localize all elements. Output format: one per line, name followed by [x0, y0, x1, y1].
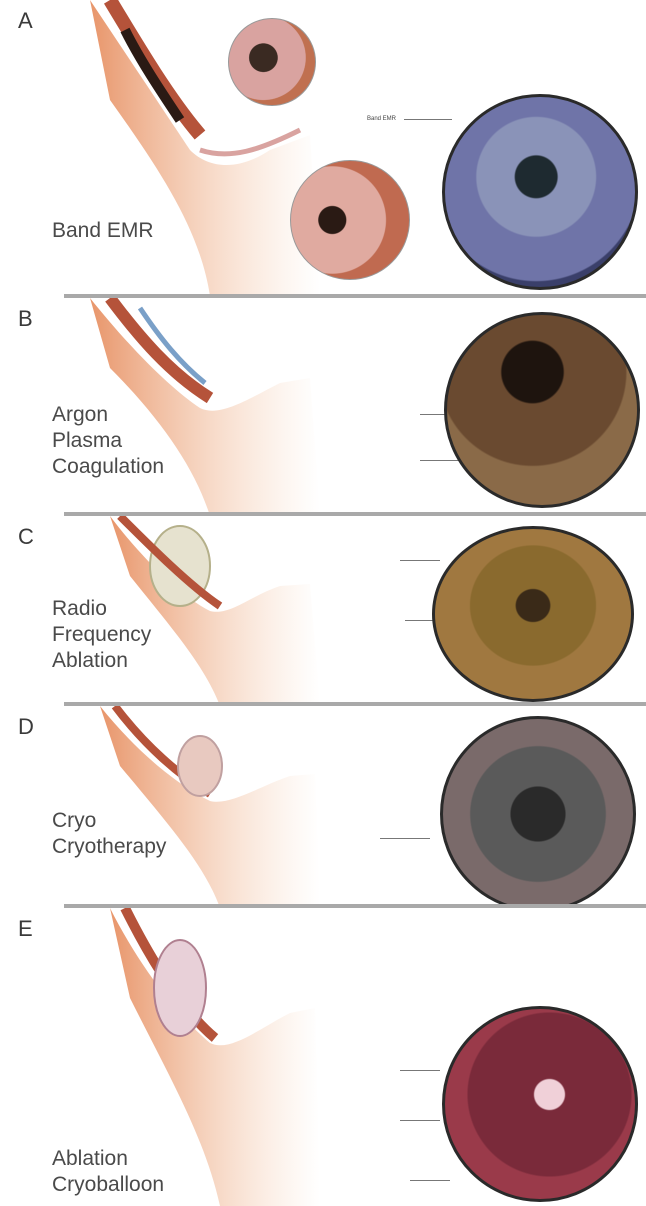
leader-line	[380, 838, 430, 839]
panel-d: D Cryo Cryotherapy	[0, 706, 646, 908]
panel-a: A Band EMR Band EMR	[0, 0, 646, 296]
magnified-inset-lower	[290, 160, 410, 280]
label-line: Cryotherapy	[52, 834, 166, 860]
label-line: Coagulation	[52, 454, 164, 480]
label-line: Frequency	[52, 622, 151, 648]
panel-c: C Radio Frequency Ablation	[0, 516, 646, 706]
leader-line	[400, 560, 440, 561]
leader-line	[410, 1180, 450, 1181]
technique-label: Argon Plasma Coagulation	[52, 402, 164, 480]
esophagus-illustration	[70, 706, 370, 908]
label-line: Argon	[52, 402, 164, 428]
panel-letter: B	[18, 306, 33, 332]
label-line: Ablation	[52, 1146, 164, 1172]
panel-b: B Argon Plasma Coagulation	[0, 298, 646, 516]
endoscopic-view	[440, 716, 636, 908]
magnified-inset-upper	[228, 18, 316, 106]
panel-e: E Ablation Cryoballoon	[0, 908, 646, 1206]
leader-line	[400, 1120, 440, 1121]
label-line: Band EMR	[52, 218, 154, 244]
endoscopic-view	[444, 312, 640, 508]
endo-annotation: Band EMR	[367, 116, 396, 122]
leader-line	[420, 460, 460, 461]
label-line: Plasma	[52, 428, 164, 454]
panel-letter: E	[18, 916, 33, 942]
panel-letter: C	[18, 524, 34, 550]
technique-label: Band EMR	[52, 218, 154, 244]
technique-label: Cryo Cryotherapy	[52, 808, 166, 860]
label-line: Radio	[52, 596, 151, 622]
endoscopic-view	[442, 1006, 638, 1202]
endoscopic-view	[442, 94, 638, 290]
label-line: Cryo	[52, 808, 166, 834]
leader-line	[404, 119, 452, 120]
label-line: Ablation	[52, 648, 151, 674]
leader-line	[400, 1070, 440, 1071]
technique-label: Radio Frequency Ablation	[52, 596, 151, 674]
panel-letter: D	[18, 714, 34, 740]
label-line: Cryoballoon	[52, 1172, 164, 1198]
technique-label: Ablation Cryoballoon	[52, 1146, 164, 1198]
panel-letter: A	[18, 8, 33, 34]
endoscopic-view	[432, 526, 634, 702]
